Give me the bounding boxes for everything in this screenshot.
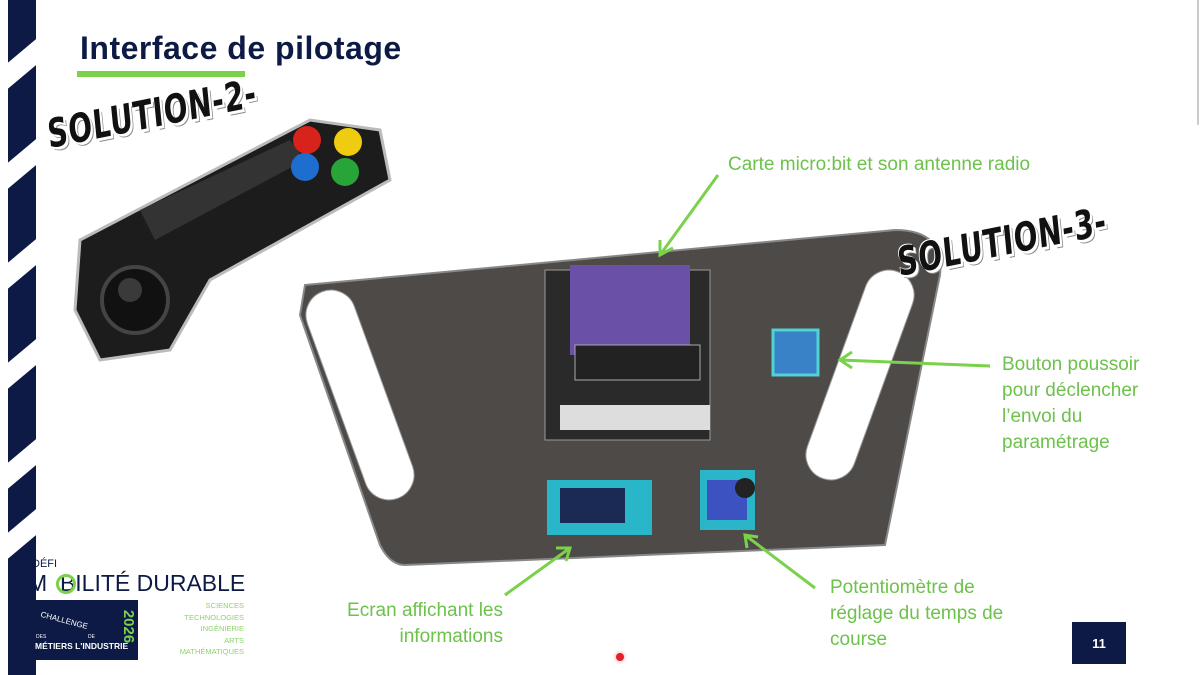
- control-plate-image: [298, 228, 942, 567]
- label-line: Bouton poussoir: [1002, 354, 1140, 375]
- label-line: réglage du temps de: [830, 603, 1004, 624]
- laser-pointer: [616, 653, 624, 661]
- gamepad-image: [73, 118, 392, 362]
- discipline: SCIENCES: [205, 601, 244, 610]
- page-number: 11: [1072, 622, 1126, 664]
- logo-metiers: MÉTIERS L'INDUSTRIE: [35, 641, 129, 651]
- logo-challenge: CHALLENGE: [39, 609, 89, 632]
- label-line: informations: [399, 626, 504, 647]
- label-line: pour déclencher: [1002, 380, 1139, 401]
- microbit-label: Carte micro:bit et son antenne radio: [728, 154, 1031, 175]
- label-line: Ecran affichant les: [347, 600, 503, 621]
- button-label: Bouton poussoir pour déclencher l’envoi …: [1002, 352, 1139, 456]
- discipline: TECHNOLOGIES: [184, 612, 244, 622]
- logo-de: DE: [88, 634, 95, 640]
- defi-mobilite-logo: DÉFI M BILITÉ DURABLE CHALLENGE DES DE M…: [20, 550, 250, 665]
- logo-defi: DÉFI: [32, 558, 58, 570]
- logo-des: DES: [36, 634, 47, 640]
- logo-disciplines: SCIENCES TECHNOLOGIES INGÉNIERIE ARTS MA…: [160, 600, 244, 658]
- label-line: l’envoi du: [1002, 406, 1083, 427]
- page-title: Interface de pilotage: [80, 30, 402, 66]
- edge-line: [1197, 0, 1199, 125]
- label-line: paramétrage: [1002, 432, 1110, 453]
- screen-label: Ecran affichant les informations: [318, 598, 503, 650]
- logo-year: 2026: [120, 609, 138, 644]
- discipline: ARTS: [224, 635, 244, 645]
- potentiometer-label: Potentiomètre de réglage du temps de cou…: [830, 575, 1003, 653]
- label-line: course: [830, 629, 888, 650]
- discipline: MATHÉMATIQUES: [179, 647, 244, 656]
- title-underline: [77, 71, 245, 77]
- label-line: Potentiomètre de: [830, 577, 975, 598]
- discipline: INGÉNIERIE: [200, 624, 244, 633]
